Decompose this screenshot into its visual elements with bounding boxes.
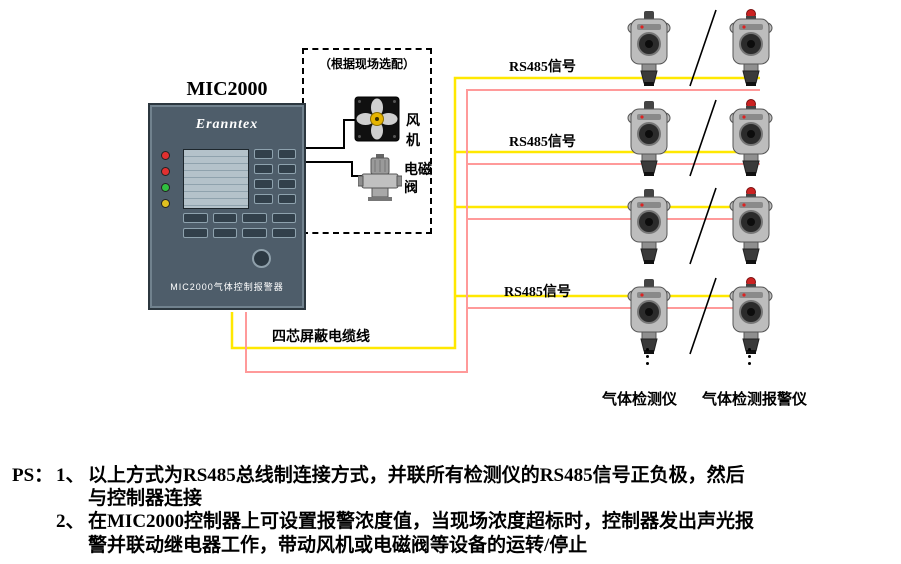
optional-box-title: （根据现场选配） bbox=[318, 57, 415, 71]
fan-icon bbox=[354, 96, 400, 147]
led-yellow-icon bbox=[161, 199, 170, 208]
controller-caption: MIC2000气体控制报警器 bbox=[170, 282, 284, 292]
footnotes: PS： 1、 以上方式为RS485总线制连接方式，并联所有检测仪的RS485信号… bbox=[12, 464, 894, 557]
panel-button bbox=[242, 213, 267, 223]
column-separator-slashes bbox=[689, 9, 717, 355]
gas-detector bbox=[620, 8, 678, 88]
gas-detector bbox=[620, 276, 678, 356]
fan-label: 风机 bbox=[406, 112, 420, 148]
rs485-bus-wire-pink bbox=[245, 89, 760, 373]
shielded-cable-label: 四芯屏蔽电缆线 bbox=[272, 328, 370, 344]
wiring-layer bbox=[230, 9, 760, 373]
controller-model-title: MIC2000 bbox=[186, 78, 268, 100]
ellipsis-dots bbox=[748, 344, 751, 369]
lcd-screen bbox=[183, 149, 249, 209]
gas-detector-alarm bbox=[722, 98, 780, 178]
note-item-2: 2、 在MIC2000控制器上可设置报警浓度值，当现场浓度超标时，控制器发出声光… bbox=[12, 510, 894, 556]
panel-button bbox=[277, 164, 296, 174]
panel-button bbox=[277, 194, 296, 204]
ellipsis-dots bbox=[646, 344, 649, 369]
detector-column-label: 气体检测仪 bbox=[602, 391, 678, 408]
panel-button bbox=[254, 149, 273, 159]
rs485-signal-label: RS485信号 bbox=[504, 285, 571, 300]
brand-text: Eranntex bbox=[195, 117, 259, 132]
panel-button bbox=[242, 228, 267, 238]
panel-button bbox=[271, 228, 296, 238]
keypad-button-grid bbox=[183, 213, 296, 238]
note-text: 以上方式为RS485总线制连接方式，并联所有检测仪的RS485信号正负极，然后 … bbox=[88, 465, 745, 510]
alarm-column-label: 气体检测报警仪 bbox=[702, 391, 808, 408]
controller-panel: Eranntex MIC2000 bbox=[148, 103, 306, 310]
solenoid-valve-icon bbox=[357, 154, 403, 207]
gas-detector-alarm bbox=[722, 8, 780, 88]
rs485-signal-label: RS485信号 bbox=[509, 60, 576, 75]
panel-button bbox=[183, 213, 208, 223]
gas-detector-alarm bbox=[722, 186, 780, 266]
panel-button bbox=[212, 228, 237, 238]
led-red-icon bbox=[161, 151, 170, 160]
status-leds bbox=[161, 151, 170, 208]
valve-label: 电磁阀 bbox=[404, 161, 432, 196]
note-item-1: PS： 1、 以上方式为RS485总线制连接方式，并联所有检测仪的RS485信号… bbox=[12, 464, 894, 510]
note-number: 1、 bbox=[56, 465, 85, 486]
led-red-icon bbox=[161, 167, 170, 176]
note-text: 在MIC2000控制器上可设置报警浓度值，当现场浓度超标时，控制器发出声光报 警… bbox=[88, 511, 755, 556]
note-prefix: PS： bbox=[12, 465, 54, 486]
gas-detector bbox=[620, 98, 678, 178]
optional-equipment-box: （根据现场选配） 风机 bbox=[302, 48, 432, 234]
gas-detector bbox=[620, 186, 678, 266]
panel-button bbox=[254, 194, 273, 204]
note-number: 2、 bbox=[56, 511, 85, 533]
panel-knob bbox=[252, 249, 271, 268]
panel-button bbox=[183, 228, 208, 238]
led-green-icon bbox=[161, 183, 170, 192]
panel-button bbox=[254, 179, 273, 189]
panel-button bbox=[254, 164, 273, 174]
panel-button bbox=[277, 149, 296, 159]
panel-button bbox=[212, 213, 237, 223]
function-button-grid bbox=[254, 149, 296, 204]
rs485-signal-label: RS485信号 bbox=[509, 135, 576, 150]
gas-detector-alarm bbox=[722, 276, 780, 356]
panel-button bbox=[277, 179, 296, 189]
panel-button bbox=[271, 213, 296, 223]
